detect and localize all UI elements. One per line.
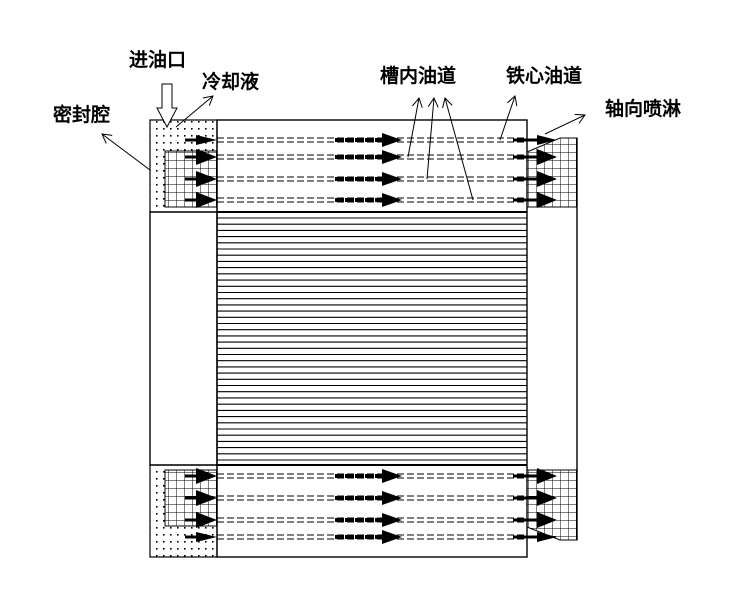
inlet-arrow-icon — [196, 135, 217, 145]
oil-channels — [185, 133, 557, 544]
top-channel — [185, 149, 557, 165]
label-axial-spray: 轴向喷淋 — [605, 97, 681, 120]
outlet-arrow-icon — [537, 171, 557, 187]
flow-arrow-icon — [382, 193, 402, 207]
top-channel — [185, 192, 557, 208]
flow-arrow-icon — [382, 133, 402, 147]
outlet-arrow-icon — [537, 532, 557, 542]
bottom-channel — [185, 490, 557, 506]
inlet-arrow-icon — [196, 171, 217, 187]
oil-inlet-arrow-icon — [156, 83, 178, 129]
inlet-arrow-icon — [196, 149, 217, 165]
flow-arrow-icon — [382, 491, 402, 505]
label-core-oil-channel: 铁心油道 — [506, 64, 582, 87]
bottom-channel — [185, 512, 557, 528]
label-slot-oil-channel: 槽内油道 — [380, 64, 456, 87]
core-laminations — [217, 217, 527, 461]
outlet-arrow-icon — [537, 192, 557, 208]
bottom-channel — [185, 468, 557, 484]
label-coolant: 冷却液 — [202, 70, 260, 93]
label-seal-cavity: 密封腔 — [53, 103, 110, 126]
left-housing — [149, 211, 218, 466]
outlet-arrow-icon — [537, 512, 557, 528]
label-oil-inlet: 进油口 — [129, 49, 186, 71]
flow-arrow-icon — [382, 530, 402, 544]
flow-arrow-icon — [382, 513, 402, 527]
inlet-arrow-icon — [196, 512, 217, 528]
outlet-arrow-icon — [537, 490, 557, 506]
flow-arrow-icon — [382, 469, 402, 483]
top-channel — [185, 133, 557, 147]
end-winding-right-bottom — [526, 469, 578, 541]
inlet-arrow-icon — [196, 532, 217, 542]
inlet-arrow-icon — [196, 468, 217, 484]
bottom-channel — [185, 530, 557, 544]
outlet-arrow-icon — [537, 149, 557, 165]
inlet-arrow-icon — [196, 490, 217, 506]
inlet-arrow-icon — [196, 192, 217, 208]
stator-core — [216, 119, 528, 558]
flow-arrow-icon — [382, 172, 402, 186]
outlet-arrow-icon — [537, 468, 557, 484]
leader-lines — [101, 95, 586, 201]
flow-arrow-icon — [382, 150, 402, 164]
outlet-arrow-icon — [537, 135, 557, 145]
end-winding-right-top — [526, 137, 578, 208]
top-channel — [185, 171, 557, 187]
